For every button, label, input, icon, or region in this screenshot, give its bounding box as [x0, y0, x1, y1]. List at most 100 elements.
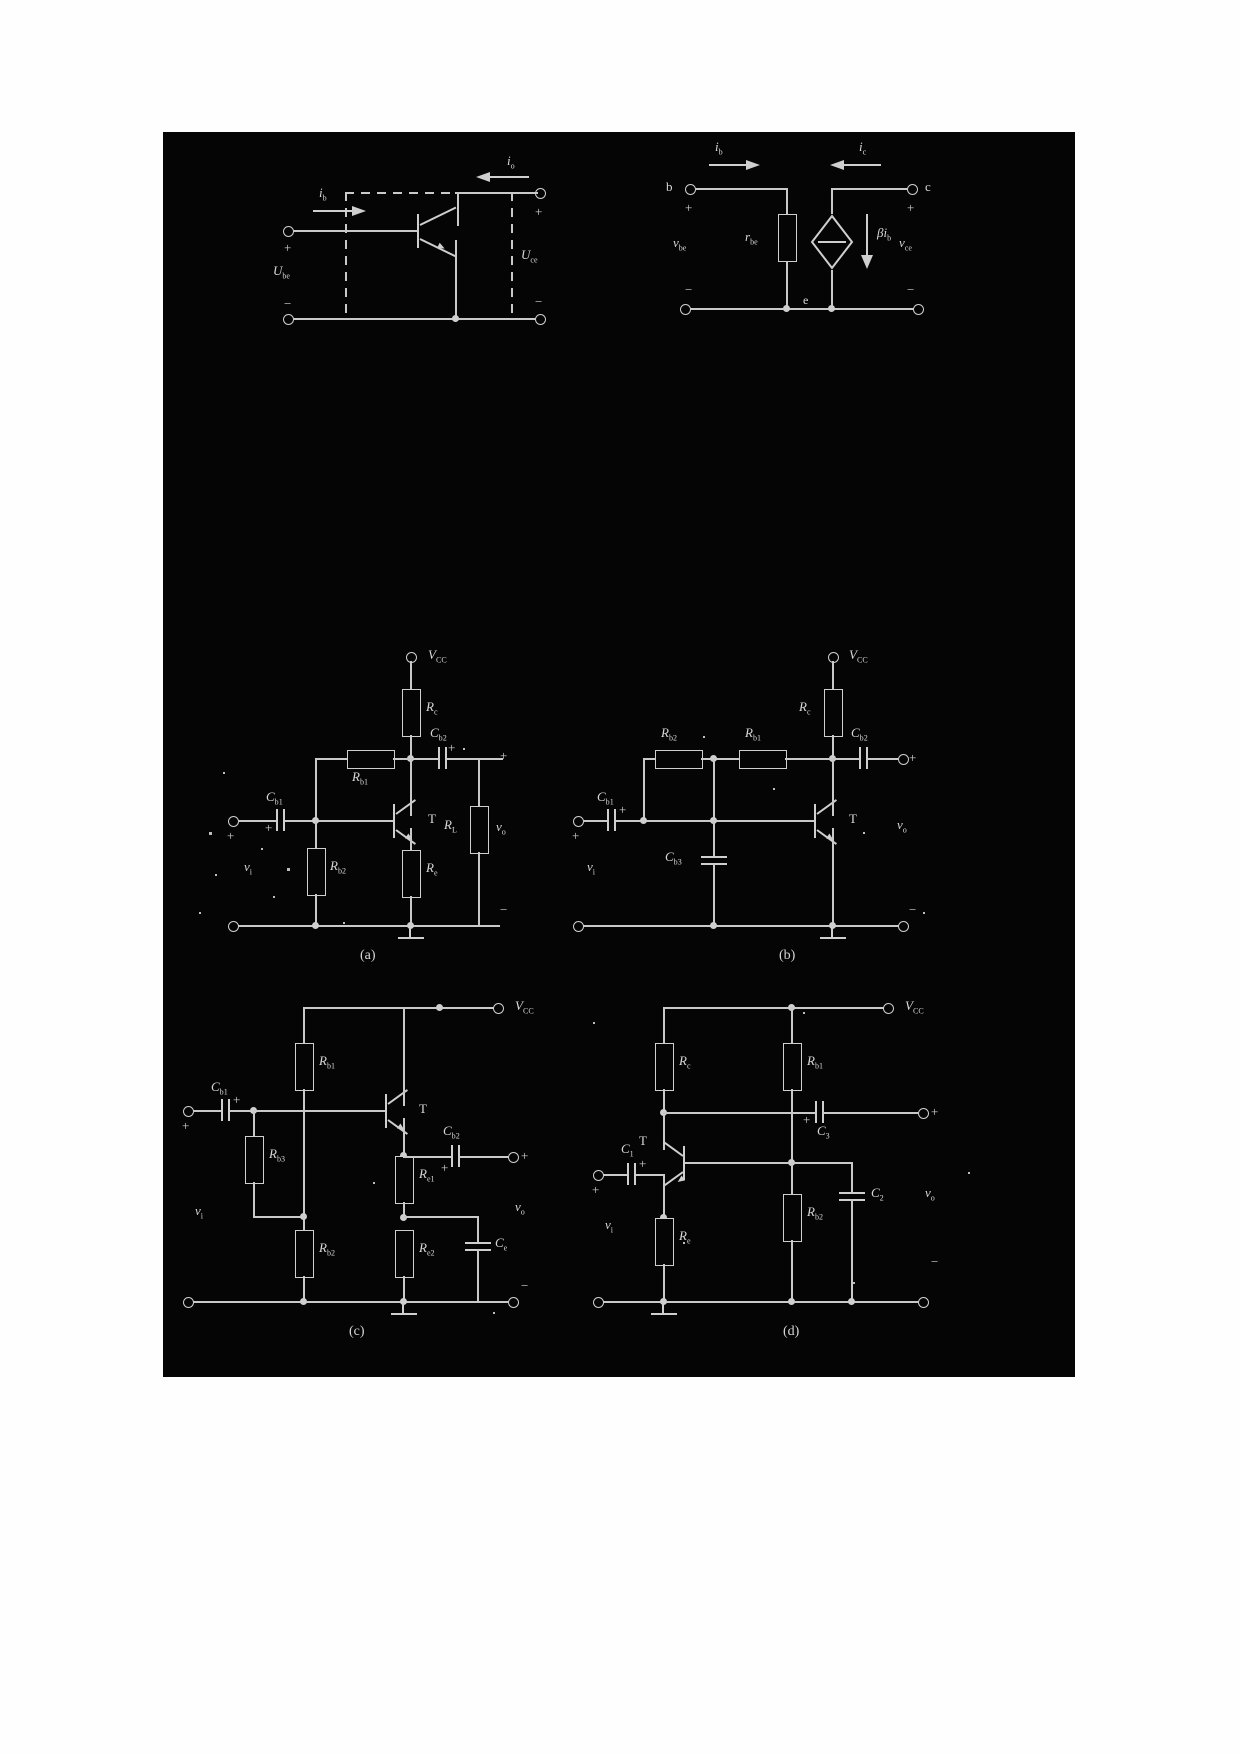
d-c1-plate-left	[627, 1163, 629, 1185]
a-input-plus: +	[227, 828, 235, 843]
input-minus-sign: −	[284, 296, 292, 311]
b-label-vo: vo	[897, 817, 907, 835]
b-label-cb3: Cb3	[665, 849, 682, 867]
scan-speck	[773, 788, 775, 790]
scan-speck	[853, 1282, 855, 1284]
c-ground-symbol	[391, 1303, 417, 1319]
c-output-minus: −	[521, 1278, 529, 1293]
d-rb2-top	[791, 1162, 793, 1194]
c-resistor-rb2	[295, 1230, 314, 1278]
d-input-plus: +	[592, 1182, 600, 1197]
a-rb2-top	[315, 820, 317, 848]
a-rl-top	[478, 758, 480, 806]
b-rb2-left-drop	[643, 758, 645, 820]
c-rb3-to-rb2-wire	[253, 1216, 305, 1218]
a-rc-lower	[410, 735, 412, 759]
b-ground-terminal-right	[898, 921, 909, 932]
label-b: b	[666, 179, 673, 194]
c-cb2-plus: +	[441, 1160, 449, 1175]
scan-speck	[968, 1172, 970, 1174]
scan-speck	[493, 1312, 495, 1314]
d-vcc-terminal	[883, 1003, 894, 1014]
c-vcc-node	[436, 1004, 443, 1011]
scan-speck	[683, 1242, 685, 1244]
a-ground-rail	[238, 925, 500, 927]
b-rb1-right-wire	[785, 758, 833, 760]
c-vcc-terminal	[493, 1003, 504, 1014]
d-c2-plate-top	[839, 1192, 865, 1194]
scan-speck	[209, 832, 212, 835]
c-re2-bottom	[403, 1276, 405, 1302]
d-ground-terminal-right	[918, 1297, 929, 1308]
d-gnd-node-c2	[848, 1298, 855, 1305]
c-label-t: T	[419, 1101, 427, 1116]
figure-d: VCC Rc Rb1 C3 + + − vo	[592, 982, 983, 1339]
a-rl-bottom	[478, 852, 480, 926]
b-rc-lower	[832, 735, 834, 759]
resistor-rbe	[778, 214, 797, 262]
d-c1-out-wire	[636, 1174, 664, 1176]
collector-top-wire	[455, 192, 471, 194]
a-rb1-drop	[315, 758, 317, 822]
d-resistor-rc	[655, 1043, 674, 1091]
a-base-wire	[285, 820, 393, 822]
a-label-rc: Rc	[426, 699, 438, 717]
a-label-cb2: Cb2	[430, 725, 447, 743]
input-plus-sign: +	[284, 240, 292, 255]
d-rb2-bottom	[791, 1240, 793, 1301]
output-current-arrow	[476, 171, 529, 182]
d-label-rb1: Rb1	[807, 1053, 823, 1071]
b-mid-wire	[701, 758, 739, 760]
d-c3-plus: +	[803, 1112, 811, 1127]
d-label-vcc: VCC	[905, 998, 924, 1016]
d-caption: (d)	[783, 1324, 800, 1339]
d-resistor-rb1	[783, 1043, 802, 1091]
scan-speck	[261, 848, 263, 850]
label-u-ce: Uce	[521, 247, 538, 265]
a-label-vi: vi	[244, 859, 253, 877]
collector-terminal	[907, 184, 918, 195]
a-transistor-collector-lead	[395, 799, 417, 815]
d-c1-plate-right	[634, 1163, 636, 1185]
c-rb3-rb2-node	[300, 1213, 307, 1220]
c-ground-terminal-right	[508, 1297, 519, 1308]
figure-b: VCC Rc Rb2 Rb1 Cb1 + +	[572, 648, 933, 972]
d-resistor-re	[655, 1218, 674, 1266]
ic-arrow	[830, 159, 881, 170]
collector-riser	[457, 192, 459, 226]
d-gnd-node-rb2	[788, 1298, 795, 1305]
c-emitter-node	[400, 1152, 407, 1159]
vbe-plus: +	[685, 200, 693, 215]
b-output-terminal	[898, 754, 909, 765]
d-rc-bottom	[663, 1089, 665, 1113]
source-top-lead	[831, 188, 833, 214]
a-transistor-base-bar	[393, 804, 396, 838]
c-label-vo: vo	[515, 1199, 525, 1217]
scan-speck	[923, 912, 925, 914]
a-resistor-rb2	[307, 848, 326, 896]
a-emitter-drop	[410, 828, 412, 850]
c-re1-bottom	[403, 1202, 405, 1218]
c-ce-top-wire	[403, 1216, 479, 1218]
d-c3-left-wire	[663, 1112, 815, 1114]
a-rb1-left-wire	[315, 758, 347, 760]
label-beta-ib: βib	[877, 225, 892, 243]
c-rb3-bottom	[253, 1182, 255, 1218]
d-collector-riser	[663, 1112, 665, 1150]
d-rb1-bottom	[791, 1089, 793, 1193]
base-wire	[695, 188, 787, 190]
c-label-re2: Re2	[419, 1240, 435, 1258]
a-cb2-plus: +	[448, 740, 456, 755]
c-ce-plate-top	[465, 1242, 491, 1244]
label-i-o: io	[507, 153, 515, 171]
d-gnd-node-re	[660, 1298, 667, 1305]
label-v-ce: vce	[899, 235, 912, 253]
b-label-cb1: Cb1	[597, 789, 614, 807]
b-caption: (b)	[779, 948, 796, 963]
label-i-b-model: ib	[715, 139, 723, 157]
a-cb1-plus: +	[265, 820, 273, 835]
a-output-plus: +	[500, 748, 508, 763]
scan-speck	[463, 748, 465, 750]
transistor-collector-lead	[419, 206, 457, 226]
dashed-box-right	[511, 192, 513, 320]
